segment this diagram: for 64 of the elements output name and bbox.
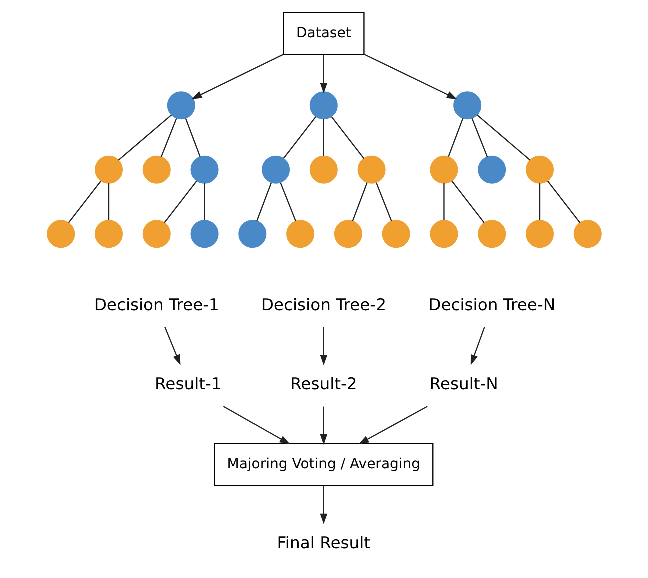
node-box: Dataset (282, 12, 364, 56)
connector (471, 118, 488, 158)
arrow (191, 54, 284, 100)
connector (352, 182, 368, 222)
node-circle (142, 220, 170, 248)
node-circle (430, 156, 458, 184)
arrow (320, 55, 328, 94)
arrow (320, 327, 328, 366)
arrow (320, 406, 328, 446)
arrow (222, 406, 290, 445)
node-circle (334, 220, 362, 248)
node-text: Result-N (429, 374, 498, 394)
connector (376, 182, 392, 222)
node-circle (190, 156, 218, 184)
node-circle (94, 220, 122, 248)
connector (184, 118, 200, 157)
node-circle (262, 156, 290, 184)
connector (164, 180, 197, 224)
connector (118, 114, 172, 161)
node-circle (238, 220, 266, 248)
arrow (470, 327, 485, 366)
node-text: Result-2 (290, 374, 357, 394)
node-circle (309, 156, 338, 184)
connector (256, 182, 272, 222)
node-circle (382, 220, 410, 248)
node-circle (46, 220, 75, 248)
node-text: Decision Tree-1 (94, 295, 219, 314)
node-circle (142, 156, 170, 184)
node-circle (309, 92, 338, 120)
node-circle (190, 220, 218, 248)
connector (160, 118, 177, 158)
arrow (164, 327, 180, 366)
connector (451, 180, 484, 224)
connector (204, 184, 205, 220)
node-circle (573, 220, 602, 248)
node-box: Majoring Voting / Averaging (214, 443, 434, 486)
node-circle (166, 92, 195, 120)
node-circle (453, 92, 482, 120)
node-circle (526, 156, 554, 184)
connector (282, 116, 316, 160)
connector (538, 184, 540, 220)
node-circle (430, 220, 458, 248)
connector (108, 184, 110, 220)
connector (68, 180, 102, 224)
node-text: Decision Tree-2 (260, 295, 386, 314)
connector (476, 114, 530, 161)
node-circle (478, 156, 506, 184)
arrow (364, 54, 457, 100)
arrow (320, 486, 328, 524)
node-text: Result-1 (154, 374, 222, 394)
node-circle (94, 156, 122, 184)
arrow (358, 406, 428, 445)
node-circle (286, 220, 314, 248)
connector (330, 116, 364, 160)
node-circle (526, 220, 554, 248)
connector (322, 119, 324, 156)
connector (443, 184, 444, 220)
node-text: Final Result (276, 534, 370, 553)
connector (280, 182, 296, 222)
node-circle (357, 156, 386, 184)
connector (546, 180, 580, 224)
connector (448, 118, 464, 157)
node-text: Decision Tree-N (428, 295, 556, 314)
node-circle (478, 220, 506, 248)
